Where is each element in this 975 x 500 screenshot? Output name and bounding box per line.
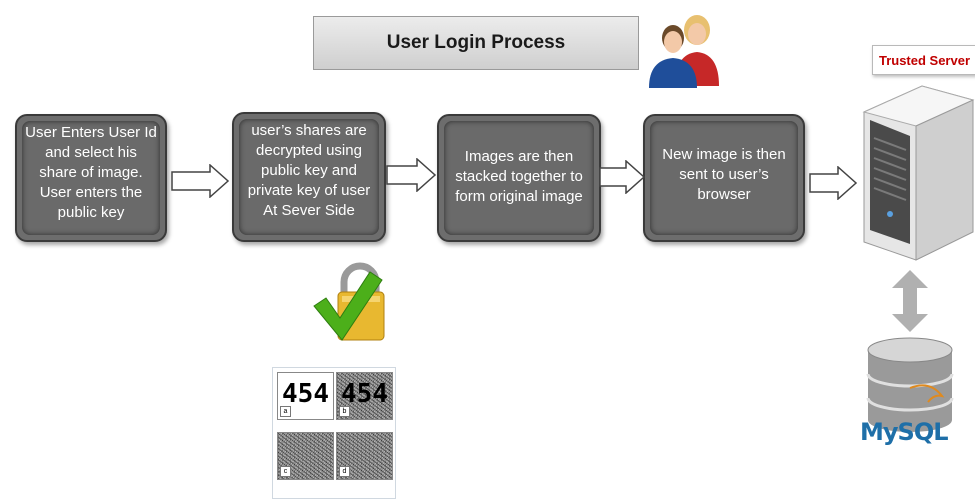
share-panel-d: d xyxy=(336,432,393,480)
share-panel-letter: c xyxy=(280,466,291,477)
share-panel-a: 454 a xyxy=(277,372,334,420)
lock-check-icon xyxy=(313,262,385,341)
step-1-line: User enters the xyxy=(39,184,143,201)
share-panel-text: 454 xyxy=(341,379,388,409)
mysql-logo-text: MySQL xyxy=(860,418,949,446)
step-2-line: decrypted using xyxy=(256,142,362,159)
step-4-line: sent to user’s xyxy=(679,166,769,183)
share-panel-b: 454 b xyxy=(336,372,393,420)
step-4-line: New image is then xyxy=(662,146,786,163)
trusted-server-text: Trusted Server xyxy=(878,52,971,68)
step-box-1: User Enters User Id and select his share… xyxy=(15,114,167,242)
diagram-title: User Login Process xyxy=(386,32,566,53)
share-panel-letter: d xyxy=(339,466,350,477)
trusted-server-label: Trusted Server xyxy=(872,45,975,75)
double-arrow-vertical-icon xyxy=(892,270,928,332)
step-4-line: browser xyxy=(697,186,751,203)
share-panel-c: c xyxy=(277,432,334,480)
share-panel-text: 454 xyxy=(282,379,329,409)
mysql-logo: MySQL xyxy=(860,418,949,446)
step-4-text: New image is then sent to user’s browser xyxy=(650,121,798,235)
step-1-text: User Enters User Id and select his share… xyxy=(22,121,160,235)
step-2-line: user’s shares are xyxy=(251,122,367,139)
title-box: User Login Process xyxy=(313,16,639,70)
users-icon xyxy=(649,15,719,88)
step-3-line: stacked together to xyxy=(455,168,583,185)
step-box-2: user’s shares are decrypted using public… xyxy=(232,112,386,242)
share-panel-letter: b xyxy=(339,406,350,417)
step-1-line: User Enters User Id xyxy=(25,124,157,141)
server-icon xyxy=(862,85,975,261)
shares-figure: 454 a 454 b c d xyxy=(272,367,396,499)
step-box-3: Images are then stacked together to form… xyxy=(437,114,601,242)
step-2-line: public key and xyxy=(261,162,357,179)
step-3-line: form original image xyxy=(455,188,583,205)
step-3-text: Images are then stacked together to form… xyxy=(444,121,594,235)
step-2-line: private key of user xyxy=(247,182,371,199)
step-2-text: user’s shares are decrypted using public… xyxy=(239,119,379,235)
arrow-right-icon xyxy=(171,164,230,198)
share-panel-letter: a xyxy=(280,406,291,417)
step-1-line: share of image. xyxy=(39,164,143,181)
database-icon xyxy=(866,337,954,432)
step-3-line: Images are then xyxy=(464,148,574,165)
arrow-right-icon xyxy=(386,158,437,192)
step-box-4: New image is then sent to user’s browser xyxy=(643,114,805,242)
step-1-line: and select his xyxy=(45,144,137,161)
step-2-line: At Sever Side xyxy=(263,202,355,219)
step-1-line: public key xyxy=(57,204,125,221)
arrow-right-icon xyxy=(599,160,646,194)
arrow-right-icon xyxy=(809,166,858,200)
